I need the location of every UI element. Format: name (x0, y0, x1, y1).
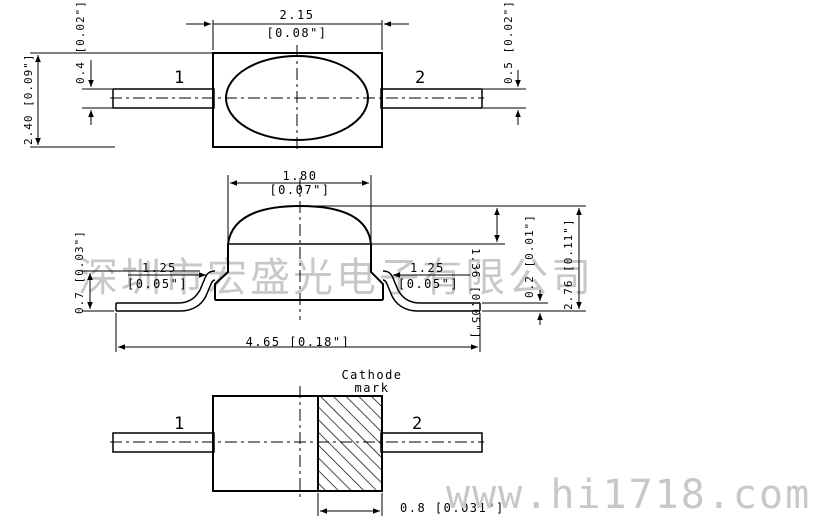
side-left-lead (116, 270, 216, 304)
side-left-pad: 1.25 (142, 261, 177, 275)
side-left-pad-inch: [0.05"] (127, 277, 188, 291)
side-right-lead (382, 270, 480, 304)
top-width-dim: 2.15 (280, 8, 315, 22)
cathode-mark (317, 395, 383, 492)
top-pin1-label: 1 (174, 68, 184, 88)
side-view (82, 175, 586, 352)
top-width-inch: [0.08"] (266, 26, 327, 40)
bottom-pin2-label: 2 (412, 414, 422, 434)
cathode-label-line2: mark (355, 381, 390, 395)
side-dome-height: 1.36 [0.05"] (469, 248, 482, 339)
side-dome-width-inch: [0.07"] (269, 183, 330, 197)
side-total-height: 2.76 [0.11"] (562, 219, 575, 310)
bottom-view (110, 386, 484, 516)
side-dome-width: 1.80 (283, 169, 318, 183)
top-pin2-label: 2 (415, 68, 425, 88)
side-right-pad-inch: [0.05"] (398, 277, 459, 291)
cathode-label-line1: Cathode (341, 368, 402, 382)
site-watermark: www.hi1718.com (446, 472, 811, 518)
side-right-pad: 1.25 (410, 261, 445, 275)
top-view (30, 20, 526, 152)
top-left-dim: 0.4 [0.02"] (74, 0, 87, 84)
bottom-pin1-label: 1 (174, 414, 184, 434)
company-watermark: 深圳市宏盛光电子有限公司 (78, 255, 594, 301)
side-total-width: 4.65 [0.18"] (246, 335, 351, 349)
mark-width-dim: 0.8 [0.031"] (400, 501, 505, 515)
top-height-dim: 2.40 [0.09"] (22, 54, 35, 145)
side-left-height: 0.7 [0.03"] (73, 230, 86, 314)
top-right-dim: 0.5 [0.02"] (502, 0, 515, 84)
side-lead-thickness: 0.2 [0.01"] (523, 214, 536, 298)
